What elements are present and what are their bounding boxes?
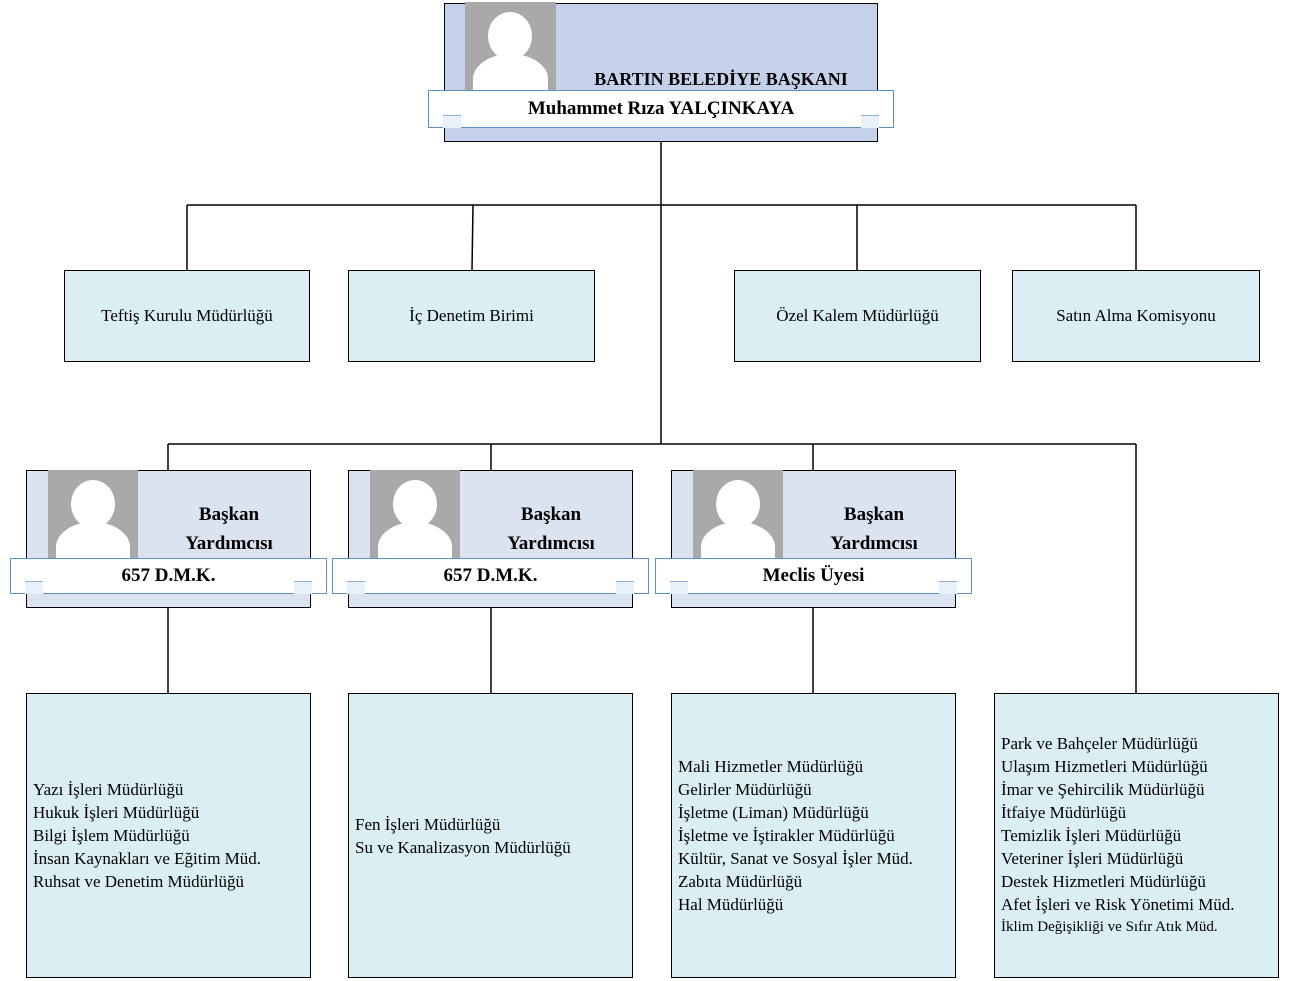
- deputy-avatar: [370, 470, 460, 558]
- list-item: Fen İşleri Müdürlüğü: [355, 814, 501, 834]
- department-list-3: Mali Hizmetler Müdürlüğü Gelirler Müdürl…: [671, 693, 956, 978]
- deputy-banner-label: Meclis Üyesi: [762, 565, 865, 586]
- mayor-name-banner: Muhammet Rıza YALÇINKAYA: [428, 90, 894, 128]
- list-item: İmar ve Şehircilik Müdürlüğü: [1001, 780, 1205, 799]
- banner-fold-left: [347, 581, 365, 594]
- person-body-icon: [473, 54, 548, 91]
- unit-ozel-kalem: Özel Kalem Müdürlüğü: [734, 270, 981, 362]
- person-head-icon: [393, 480, 437, 528]
- list-item: İtfaiye Müdürlüğü: [1001, 803, 1127, 822]
- list-item: Destek Hizmetleri Müdürlüğü: [1001, 872, 1206, 891]
- department-list: Yazı İşleri Müdürlüğü Hukuk İşleri Müdür…: [27, 778, 261, 893]
- mayor-title: BARTIN BELEDİYE BAŞKANI: [594, 69, 848, 89]
- department-list-2: Fen İşleri Müdürlüğü Su ve Kanalizasyon …: [348, 693, 633, 978]
- banner-fold-left: [443, 115, 461, 128]
- deputy-role-line1: Başkan: [843, 504, 905, 525]
- department-list-4: Park ve Bahçeler Müdürlüğü Ulaşım Hizmet…: [994, 693, 1279, 978]
- list-item: Hukuk İşleri Müdürlüğü: [33, 803, 200, 822]
- person-head-icon: [71, 480, 115, 528]
- unit-ic-denetim: İç Denetim Birimi: [348, 270, 595, 362]
- deputy-banner-label: 657 D.M.K.: [443, 565, 538, 586]
- deputy-role-line1: Başkan: [198, 504, 260, 525]
- person-body-icon: [378, 522, 452, 558]
- list-item: Park ve Bahçeler Müdürlüğü: [1001, 734, 1198, 753]
- department-list: Fen İşleri Müdürlüğü Su ve Kanalizasyon …: [349, 813, 571, 859]
- unit-satin-alma: Satın Alma Komisyonu: [1012, 270, 1260, 362]
- deputy-role-line1: Başkan: [520, 504, 582, 525]
- department-list: Park ve Bahçeler Müdürlüğü Ulaşım Hizmet…: [995, 732, 1235, 939]
- list-item: Ruhsat ve Denetim Müdürlüğü: [33, 872, 245, 891]
- deputy-role-line2: Yardımcısı: [507, 532, 595, 554]
- unit-label: Özel Kalem Müdürlüğü: [776, 306, 939, 325]
- deputy-banner-label: 657 D.M.K.: [121, 565, 216, 586]
- banner-fold-right: [616, 581, 634, 594]
- deputy-banner-1: 657 D.M.K.: [10, 558, 327, 594]
- list-item: Zabıta Müdürlüğü: [678, 872, 803, 891]
- list-item: Bilgi İşlem Müdürlüğü: [33, 826, 190, 845]
- banner-fold-left: [670, 581, 688, 594]
- deputy-role-line2: Yardımcısı: [185, 532, 273, 554]
- person-head-icon: [488, 12, 532, 60]
- deputy-role: Başkan Yardımcısı: [149, 501, 309, 558]
- department-list: Mali Hizmetler Müdürlüğü Gelirler Müdürl…: [672, 755, 913, 916]
- list-item: İnsan Kaynakları ve Eğitim Müd.: [33, 849, 262, 868]
- mayor-avatar: [465, 2, 556, 91]
- list-item: İşletme (Liman) Müdürlüğü: [678, 803, 869, 822]
- person-head-icon: [716, 480, 760, 528]
- deputy-role: Başkan Yardımcısı: [794, 501, 954, 558]
- list-item: Su ve Kanalizasyon Müdürlüğü: [355, 837, 571, 857]
- list-item: Gelirler Müdürlüğü: [678, 780, 812, 799]
- list-item: Temizlik İşleri Müdürlüğü: [1001, 826, 1182, 845]
- person-body-icon: [701, 522, 775, 558]
- list-item: Veteriner İşleri Müdürlüğü: [1001, 849, 1184, 868]
- deputy-avatar: [48, 470, 138, 558]
- unit-label: Teftiş Kurulu Müdürlüğü: [101, 306, 273, 325]
- banner-fold-right: [294, 581, 312, 594]
- list-item: Hal Müdürlüğü: [678, 895, 784, 914]
- unit-label: Satın Alma Komisyonu: [1056, 306, 1216, 325]
- deputy-avatar: [693, 470, 783, 558]
- list-item: Mali Hizmetler Müdürlüğü: [678, 757, 864, 776]
- banner-fold-right: [861, 115, 879, 128]
- deputy-banner-2: 657 D.M.K.: [332, 558, 649, 594]
- deputy-role-line2: Yardımcısı: [830, 532, 918, 554]
- unit-teftis-kurulu: Teftiş Kurulu Müdürlüğü: [64, 270, 310, 362]
- list-item: Ulaşım Hizmetleri Müdürlüğü: [1001, 757, 1208, 776]
- list-item: Kültür, Sanat ve Sosyal İşler Müd.: [678, 849, 913, 868]
- banner-fold-right: [939, 581, 957, 594]
- list-item: İklim Değişikliği ve Sıfır Atık Müd.: [1001, 919, 1218, 935]
- mayor-name: Muhammet Rıza YALÇINKAYA: [527, 98, 795, 119]
- unit-label: İç Denetim Birimi: [409, 306, 534, 325]
- deputy-role: Başkan Yardımcısı: [471, 501, 631, 558]
- list-item: İşletme ve İştirakler Müdürlüğü: [678, 826, 895, 845]
- person-body-icon: [56, 522, 130, 558]
- list-item: Yazı İşleri Müdürlüğü: [33, 780, 184, 799]
- department-list-1: Yazı İşleri Müdürlüğü Hukuk İşleri Müdür…: [26, 693, 311, 978]
- list-item: Afet İşleri ve Risk Yönetimi Müd.: [1001, 895, 1235, 914]
- banner-fold-left: [25, 581, 43, 594]
- deputy-banner-3: Meclis Üyesi: [655, 558, 972, 594]
